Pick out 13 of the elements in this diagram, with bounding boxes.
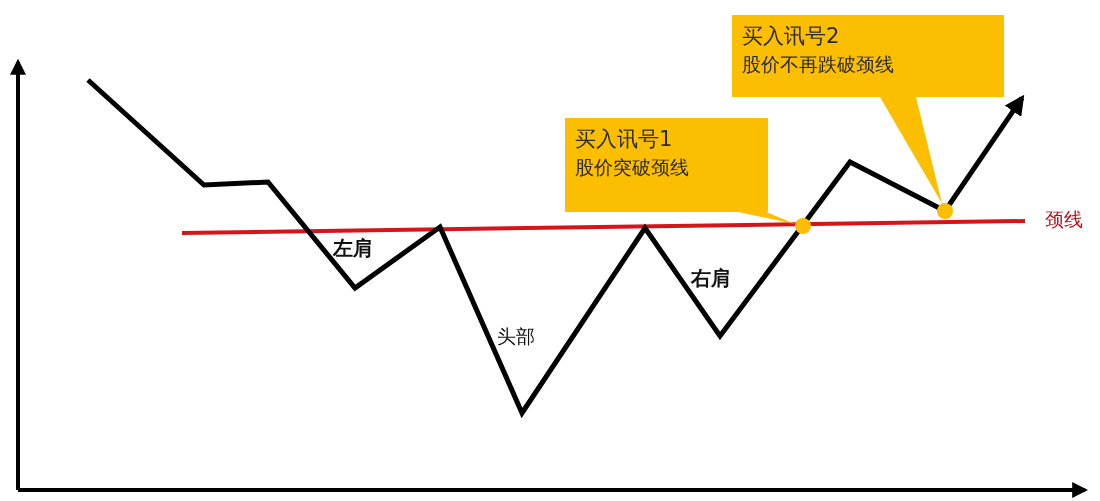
signal-dot (937, 203, 953, 219)
callout-text: 股价突破颈线 (575, 156, 690, 180)
callout-box (565, 118, 768, 212)
signal-dot (795, 218, 811, 234)
neckline-label: 颈线 (1045, 208, 1083, 231)
pattern-label: 左肩 (333, 236, 373, 260)
pattern-label: 头部 (497, 325, 535, 348)
callout-pointer (880, 97, 942, 204)
callout-text: 股价不再跌破颈线 (742, 53, 895, 77)
callout-pointer (738, 212, 796, 224)
pattern-label: 右肩 (691, 266, 731, 290)
callout-title: 买入讯号2 (742, 23, 841, 50)
callout-title: 买入讯号1 (575, 126, 674, 153)
